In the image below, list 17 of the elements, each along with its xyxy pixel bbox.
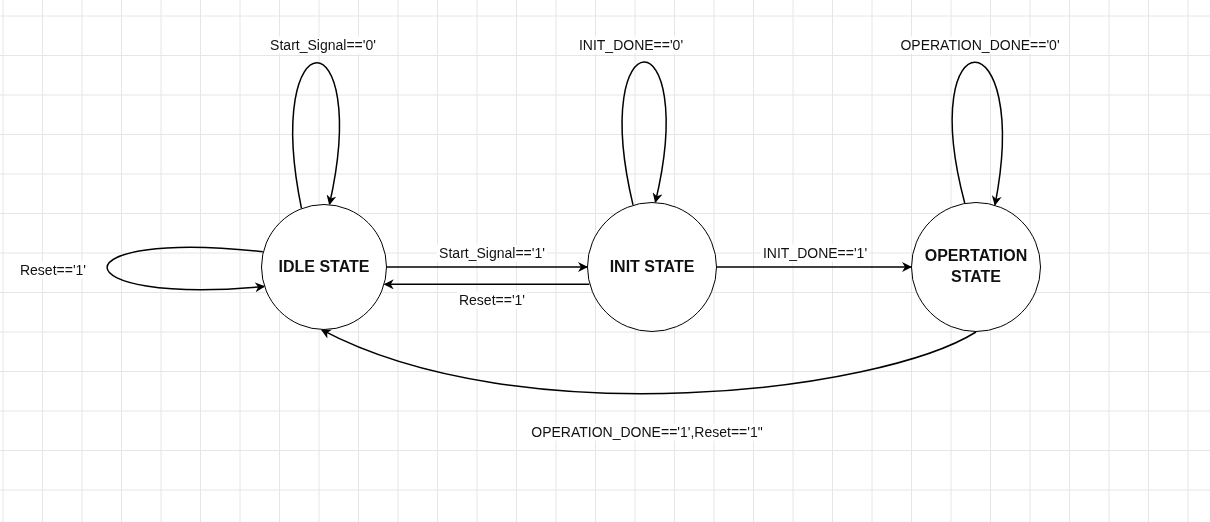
transition-arrow: [106, 246, 266, 292]
state-name: INIT STATE: [609, 256, 695, 277]
transition-arrow: [383, 279, 591, 290]
transition-arrow: [386, 262, 588, 272]
edge-label: OPERATION_DONE=='1',Reset=='1": [529, 423, 765, 441]
edge-label: Reset=='1': [456, 291, 528, 309]
transition-arrow: [320, 329, 977, 395]
edge-label: Start_Signal=='1': [437, 244, 547, 262]
edge-label: INIT_DONE=='1': [760, 244, 870, 262]
state-name: OPERTATION STATE: [923, 246, 1029, 287]
edge-label: OPERATION_DONE=='0': [898, 36, 1062, 54]
state-name: IDLE STATE: [278, 256, 370, 277]
edge-label: Start_Signal=='0': [268, 36, 378, 54]
transition-arrow: [716, 262, 912, 272]
transition-arrow: [292, 62, 341, 209]
transition-arrow: [621, 61, 667, 206]
transition-arrow: [951, 61, 1003, 206]
